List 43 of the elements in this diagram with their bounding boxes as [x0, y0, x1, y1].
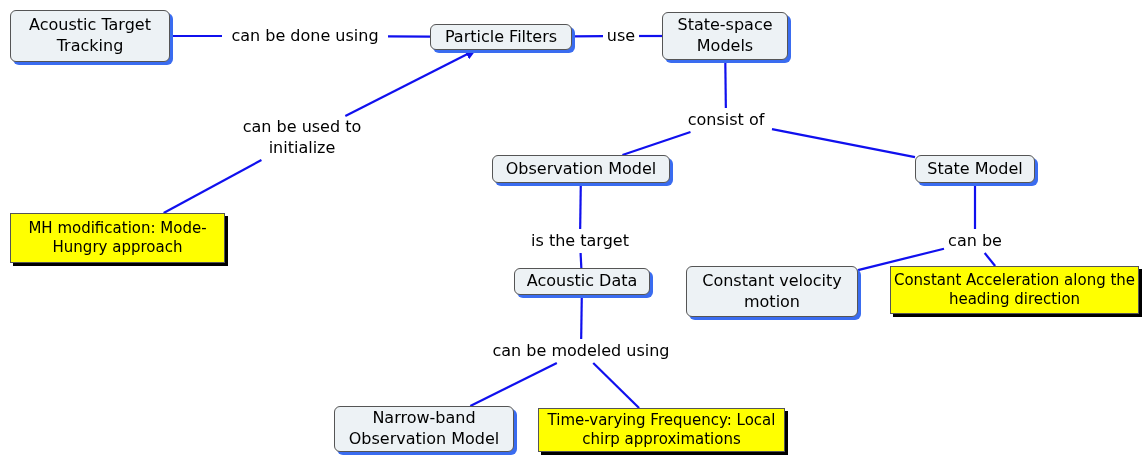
- linking-phrase: can be done using: [222, 24, 388, 48]
- connector-line: [973, 183, 977, 229]
- highlighted-concept-box: [10, 213, 225, 263]
- concept-box: [492, 155, 670, 183]
- connector-line: [592, 362, 640, 409]
- concept-text: Particle Filters: [444, 26, 558, 48]
- connector-line: [983, 252, 996, 267]
- linking-phrase: use: [603, 24, 639, 48]
- connector-line: [771, 127, 916, 159]
- linking-phrase: is the target: [522, 229, 638, 253]
- concept-text: Narrow-band Observation Model: [347, 408, 501, 450]
- connector-line: [857, 247, 945, 272]
- concept-box: [686, 266, 858, 317]
- concept-text: Acoustic Data: [526, 271, 638, 292]
- concept-text: Constant Acceleration along the heading direction: [892, 270, 1137, 310]
- concept-box: [662, 12, 788, 60]
- linking-phrase: consist of: [680, 108, 772, 132]
- concept-text: Time-varying Frequency: Local chirp approximations: [546, 410, 777, 450]
- connector-line: [622, 130, 691, 157]
- connector-line: [639, 34, 662, 38]
- connector-line: [388, 35, 430, 38]
- connector-line: [163, 159, 262, 214]
- connector-line: [170, 34, 222, 38]
- concept-box: [10, 10, 170, 62]
- concept-box: [514, 268, 650, 295]
- concept-text: State Model: [927, 158, 1023, 180]
- linking-phrase: can be: [944, 229, 1006, 253]
- concept-text: Observation Model: [505, 158, 657, 180]
- concept-text: Acoustic Target Tracking: [28, 15, 152, 57]
- connector-line: [579, 252, 583, 269]
- connector-line: [724, 60, 727, 108]
- concept-text: MH modification: Mode-Hungry approach: [27, 218, 208, 258]
- linking-phrase: can be modeled using: [474, 339, 688, 363]
- concept-box: [430, 24, 572, 50]
- connector-line: [572, 35, 603, 38]
- connector-line: [580, 295, 583, 339]
- concept-text: State-space Models: [676, 15, 774, 57]
- concept-box: [334, 406, 514, 452]
- connector-line: [579, 183, 582, 229]
- connector-line: [469, 362, 558, 407]
- concept-box: [915, 155, 1035, 183]
- concept-text: Constant velocity motion: [701, 270, 843, 313]
- linking-phrase: can be used to initialize: [226, 116, 378, 160]
